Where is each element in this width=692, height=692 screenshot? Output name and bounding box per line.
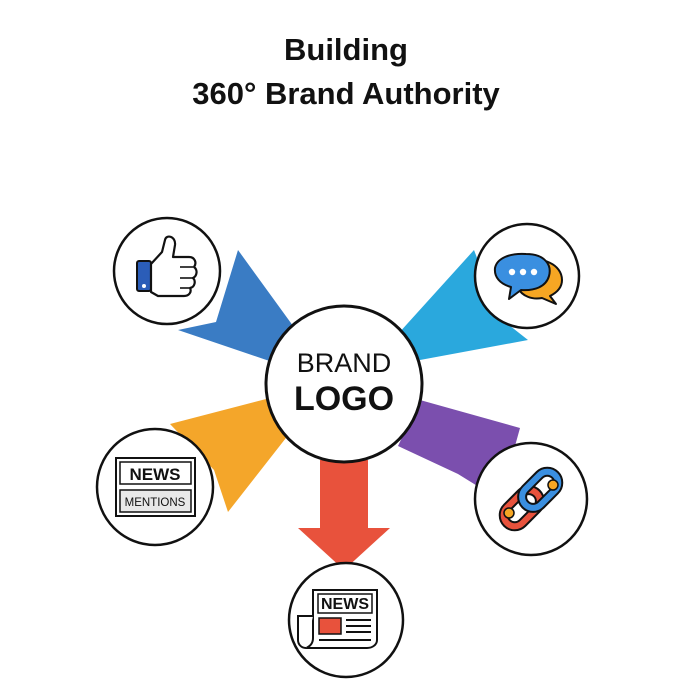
diagram-title: Building 360° Brand Authority bbox=[0, 28, 692, 116]
news-mentions-label-top: NEWS bbox=[130, 465, 181, 484]
arrow-news-mentions bbox=[170, 398, 300, 512]
thumbs-up-icon bbox=[136, 235, 198, 298]
chain-link-icon bbox=[498, 466, 564, 532]
node-social-likes bbox=[112, 216, 222, 326]
arrow-press-coverage bbox=[298, 460, 390, 570]
arrow-conversations bbox=[398, 250, 528, 360]
newspaper-mentions-icon: NEWS MENTIONS bbox=[115, 457, 196, 517]
news-mentions-label-bottom: MENTIONS bbox=[125, 497, 186, 509]
title-line-2: 360° Brand Authority bbox=[192, 76, 500, 111]
node-backlinks bbox=[473, 441, 589, 557]
center-line-2: LOGO bbox=[294, 380, 394, 418]
arrow-social-likes bbox=[178, 250, 296, 368]
center-line-1: BRAND bbox=[297, 348, 392, 378]
node-conversations bbox=[473, 222, 581, 330]
node-news-mentions: NEWS MENTIONS bbox=[95, 427, 215, 547]
press-coverage-label: NEWS bbox=[321, 596, 369, 613]
chat-bubbles-icon bbox=[493, 252, 563, 305]
center-node: BRAND LOGO bbox=[264, 304, 424, 464]
title-line-1: Building bbox=[284, 32, 408, 67]
node-press-coverage: NEWS bbox=[287, 561, 405, 679]
newspaper-icon: NEWS bbox=[297, 589, 378, 649]
